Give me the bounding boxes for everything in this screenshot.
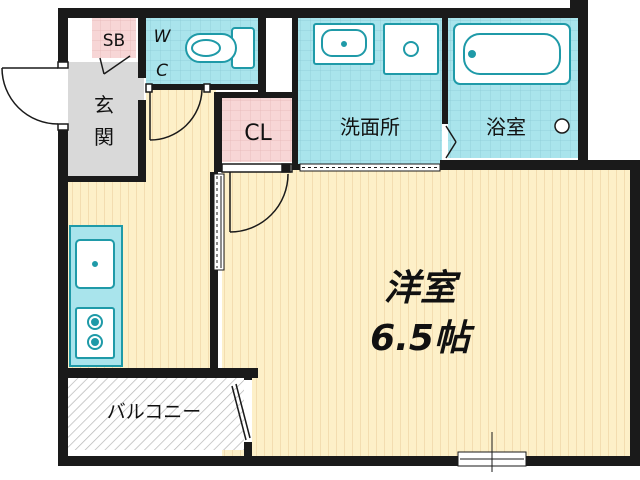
- washing-machine-drum: [403, 41, 419, 57]
- yokushitsu-label: 浴室: [486, 115, 526, 139]
- window-bottom: [457, 432, 527, 472]
- youshitsu-label: 洋室: [384, 268, 461, 309]
- washbasin-drain: [341, 41, 347, 47]
- bath-faucet: [554, 118, 570, 134]
- genkan-label-1: 玄: [94, 93, 114, 117]
- wall-wc-right: [258, 18, 266, 98]
- bath-faucet-head: [554, 118, 570, 134]
- wall-bath-divider: [442, 18, 448, 138]
- balcony-label: バルコニー: [107, 401, 202, 423]
- wc-door-swing: [149, 89, 203, 141]
- hall-floor: [146, 90, 216, 182]
- closet-floor: [222, 98, 292, 162]
- hall-sliding-door[interactable]: [213, 173, 225, 271]
- wc-door-jamb: [145, 83, 153, 93]
- wall-kitchen-right: [210, 172, 218, 372]
- sb-door-leaf: [103, 55, 131, 75]
- walls: [58, 0, 640, 466]
- bathtub-drain: [468, 50, 476, 58]
- wall-closet-left: [214, 92, 222, 172]
- wall-bath-right: [578, 8, 588, 170]
- wall-balcony-top: [58, 368, 258, 378]
- stove-burner-2-inner: [91, 338, 99, 346]
- stove-top: [75, 307, 115, 359]
- toilet-seat: [185, 33, 237, 63]
- toilet: [185, 27, 255, 69]
- closet-door[interactable]: [221, 163, 293, 233]
- genkan-floor: [68, 62, 144, 176]
- closet-door-jamb-2: [281, 163, 291, 173]
- balcony-door-leaf: [231, 385, 247, 441]
- entrance-door-swing: [1, 67, 59, 125]
- wall-left-lower: [58, 130, 68, 460]
- closet-door-jamb: [221, 163, 293, 173]
- bath-door-gap: [442, 124, 448, 158]
- wall-genkan-bottom: [68, 176, 146, 182]
- sb-floor: [92, 18, 136, 58]
- kitchen-sink-drain: [92, 261, 98, 267]
- senmen-label: 洗面所: [340, 115, 400, 139]
- senmen-sliding-door[interactable]: [299, 163, 441, 172]
- washbasin: [313, 23, 375, 65]
- wc-label-w: W: [154, 27, 172, 47]
- balcony-door[interactable]: [231, 380, 252, 442]
- balcony-door-leaf-2: [235, 383, 251, 439]
- stove-burner-1-inner: [91, 318, 99, 326]
- wall-closet-top: [214, 92, 298, 98]
- bath-door-leaf-2: [445, 141, 457, 159]
- bath-door-leaf: [445, 125, 457, 143]
- balcony-door-gap: [244, 380, 252, 442]
- genkan-label-2: 関: [94, 125, 114, 149]
- entrance-door-jamb-2: [57, 123, 69, 131]
- wall-balcony-right-lower: [244, 440, 252, 460]
- wall-top: [58, 8, 588, 18]
- hall-sliding-door-frame: [213, 173, 225, 271]
- closet-label: CL: [244, 121, 272, 146]
- sb-label: SB: [103, 31, 125, 51]
- wc-door-jamb-2: [203, 83, 211, 93]
- bath-door[interactable]: [442, 124, 457, 159]
- wall-wc-sb: [138, 18, 146, 78]
- sb-door[interactable]: [99, 55, 131, 75]
- bathtub-basin: [463, 33, 561, 75]
- toilet-bowl: [191, 39, 221, 57]
- wc-label-c: C: [156, 61, 168, 81]
- balcony-floor: [68, 378, 244, 450]
- wall-genkan-right: [138, 100, 146, 182]
- entrance-door-jamb: [57, 61, 69, 69]
- wall-left-upper: [58, 8, 68, 62]
- wall-right: [630, 160, 640, 466]
- wall-step: [440, 160, 640, 170]
- youshitsu-size-label: 6.5帖: [370, 318, 476, 359]
- sb-door-leaf-2: [99, 57, 105, 75]
- closet-door-swing: [229, 173, 289, 233]
- wc-door[interactable]: [145, 83, 211, 141]
- youshitsu-floor: [222, 170, 630, 466]
- entrance-door[interactable]: [1, 61, 69, 131]
- bathtub: [453, 23, 571, 85]
- wall-bottom-left: [58, 456, 458, 466]
- stove: [75, 307, 115, 359]
- wall-bottom-right: [526, 456, 640, 466]
- washing-machine: [383, 23, 439, 75]
